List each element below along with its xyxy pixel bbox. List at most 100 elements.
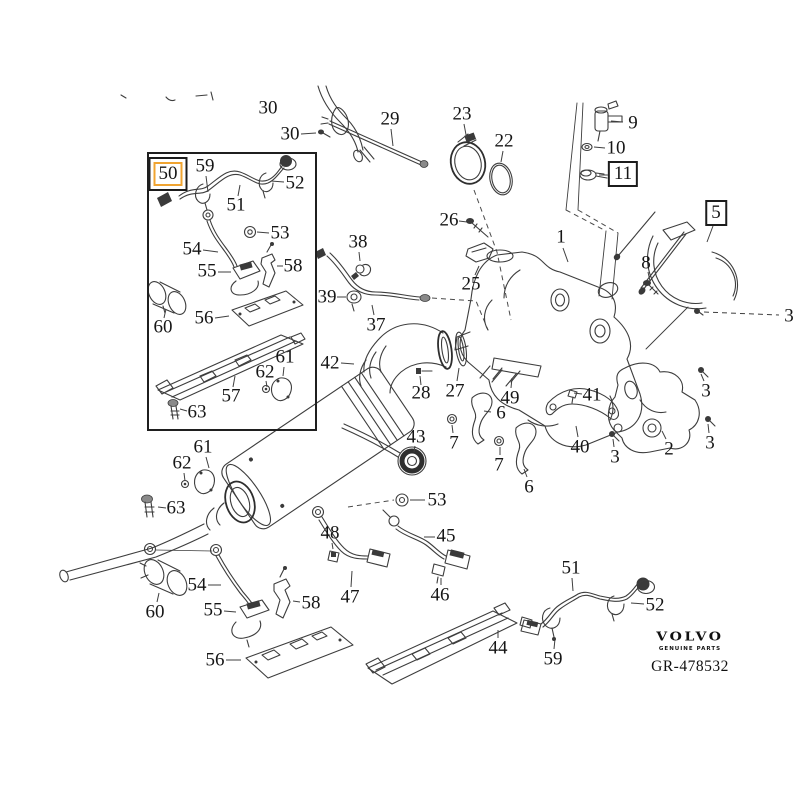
bracket-6-art — [446, 392, 537, 475]
part-label-61[interactable]: 61 — [193, 436, 213, 458]
part-label-22[interactable]: 22 — [494, 130, 514, 152]
part-label-37[interactable]: 37 — [366, 314, 386, 336]
part-label-9[interactable]: 9 — [628, 112, 638, 134]
part-label-60[interactable]: 60 — [153, 316, 173, 338]
part-label-7[interactable]: 7 — [449, 432, 459, 454]
canister-60-upper-art — [147, 281, 187, 315]
part-label-3[interactable]: 3 — [610, 446, 620, 468]
part-label-8[interactable]: 8 — [641, 252, 651, 274]
part-label-55[interactable]: 55 — [203, 599, 223, 621]
part-label-63[interactable]: 63 — [187, 401, 207, 423]
part-label-3[interactable]: 3 — [784, 305, 794, 327]
part-label-54[interactable]: 54 — [182, 238, 202, 260]
part-label-49[interactable]: 49 — [500, 387, 520, 409]
wire-37-art — [315, 248, 431, 312]
bracket-58-upper-art — [260, 242, 276, 288]
document-reference: GR-478532 — [651, 658, 729, 675]
part-label-56[interactable]: 56 — [194, 307, 214, 329]
kit-frame-box — [147, 152, 317, 431]
bolt-28-art — [416, 368, 433, 374]
part-label-42[interactable]: 42 — [320, 352, 340, 374]
part-label-62[interactable]: 62 — [172, 452, 192, 474]
bracket-25-art — [465, 242, 494, 263]
bracket-40-art — [545, 387, 619, 420]
bracket-58-lower-art — [273, 566, 291, 619]
alignment-lines-art — [431, 102, 689, 350]
highlighted-part-number: 50 — [153, 162, 183, 186]
rail-57-art — [155, 332, 306, 401]
oxygen-sensor-47-art — [311, 505, 391, 568]
part-label-53[interactable]: 53 — [427, 489, 447, 511]
part-label-55[interactable]: 55 — [197, 260, 217, 282]
gasket-22-art — [489, 162, 513, 196]
part-label-30[interactable]: 30 — [280, 123, 300, 145]
clip-38-art — [351, 263, 372, 280]
canister-60-lower-art — [139, 559, 188, 596]
genuine-parts-label: GENUINE PARTS — [658, 646, 722, 652]
part-label-46[interactable]: 46 — [430, 584, 450, 606]
part-label-44[interactable]: 44 — [488, 637, 508, 659]
part-label-40[interactable]: 40 — [570, 436, 590, 458]
bolts-3-art — [609, 308, 716, 442]
part-label-63[interactable]: 63 — [166, 497, 186, 519]
volvo-logo: VOLVO — [656, 630, 724, 645]
part-label-52[interactable]: 52 — [645, 594, 665, 616]
part-label-43[interactable]: 43 — [406, 426, 426, 448]
clamp-23-art — [449, 132, 487, 185]
part-label-28[interactable]: 28 — [411, 382, 431, 404]
sensor-9-art — [594, 100, 623, 142]
part-label-30[interactable]: 30 — [258, 97, 278, 119]
bolt-63-lower-art — [141, 494, 155, 518]
part-label-1[interactable]: 1 — [556, 226, 566, 248]
module-56-lower-art — [245, 626, 354, 679]
gasket-61-upper-art — [271, 377, 292, 402]
part-label-41[interactable]: 41 — [582, 384, 602, 406]
flange-49-art — [491, 357, 542, 383]
part-label-26[interactable]: 26 — [439, 209, 459, 231]
part-label-57[interactable]: 57 — [221, 385, 241, 407]
part-label-27[interactable]: 27 — [445, 380, 465, 402]
part-label-58[interactable]: 58 — [301, 592, 321, 614]
part-label-56[interactable]: 56 — [205, 649, 225, 671]
part-label-61[interactable]: 61 — [275, 346, 295, 368]
part-label-51[interactable]: 51 — [226, 194, 246, 216]
part-label-6[interactable]: 6 — [496, 402, 506, 424]
part-label-5[interactable]: 5 — [705, 200, 727, 226]
part-label-60[interactable]: 60 — [145, 601, 165, 623]
bolt-8-art — [643, 280, 659, 295]
part-label-62[interactable]: 62 — [255, 361, 275, 383]
bolt-63-upper-art — [167, 399, 180, 420]
harness-51-upper-art — [157, 155, 297, 211]
oxygen-sensor-45-art — [382, 509, 471, 584]
part-label-50[interactable]: 50 — [148, 157, 188, 191]
part-label-59[interactable]: 59 — [543, 648, 563, 670]
part-label-3[interactable]: 3 — [701, 380, 711, 402]
part-label-52[interactable]: 52 — [285, 172, 305, 194]
part-label-48[interactable]: 48 — [320, 522, 340, 544]
part-label-59[interactable]: 59 — [195, 155, 215, 177]
module-56-upper-art — [231, 290, 304, 327]
part-label-7[interactable]: 7 — [494, 454, 504, 476]
part-label-47[interactable]: 47 — [340, 586, 360, 608]
part-label-25[interactable]: 25 — [461, 273, 481, 295]
grommet-43-art — [341, 423, 427, 476]
clamp-5-art — [613, 211, 739, 310]
part-label-38[interactable]: 38 — [348, 231, 368, 253]
part-label-29[interactable]: 29 — [380, 108, 400, 130]
part-label-45[interactable]: 45 — [436, 525, 456, 547]
part-label-39[interactable]: 39 — [317, 286, 337, 308]
part-label-2[interactable]: 2 — [664, 438, 674, 460]
part-label-11[interactable]: 11 — [607, 161, 639, 187]
part-label-3[interactable]: 3 — [705, 432, 715, 454]
part-label-54[interactable]: 54 — [187, 574, 207, 596]
rod-29-art — [320, 116, 429, 168]
part-label-51[interactable]: 51 — [561, 557, 581, 579]
part-label-23[interactable]: 23 — [452, 103, 472, 125]
part-label-10[interactable]: 10 — [606, 137, 626, 159]
part-label-6[interactable]: 6 — [524, 476, 534, 498]
part-label-58[interactable]: 58 — [283, 255, 303, 277]
part-label-53[interactable]: 53 — [270, 222, 290, 244]
pipes-30-art — [317, 85, 375, 163]
